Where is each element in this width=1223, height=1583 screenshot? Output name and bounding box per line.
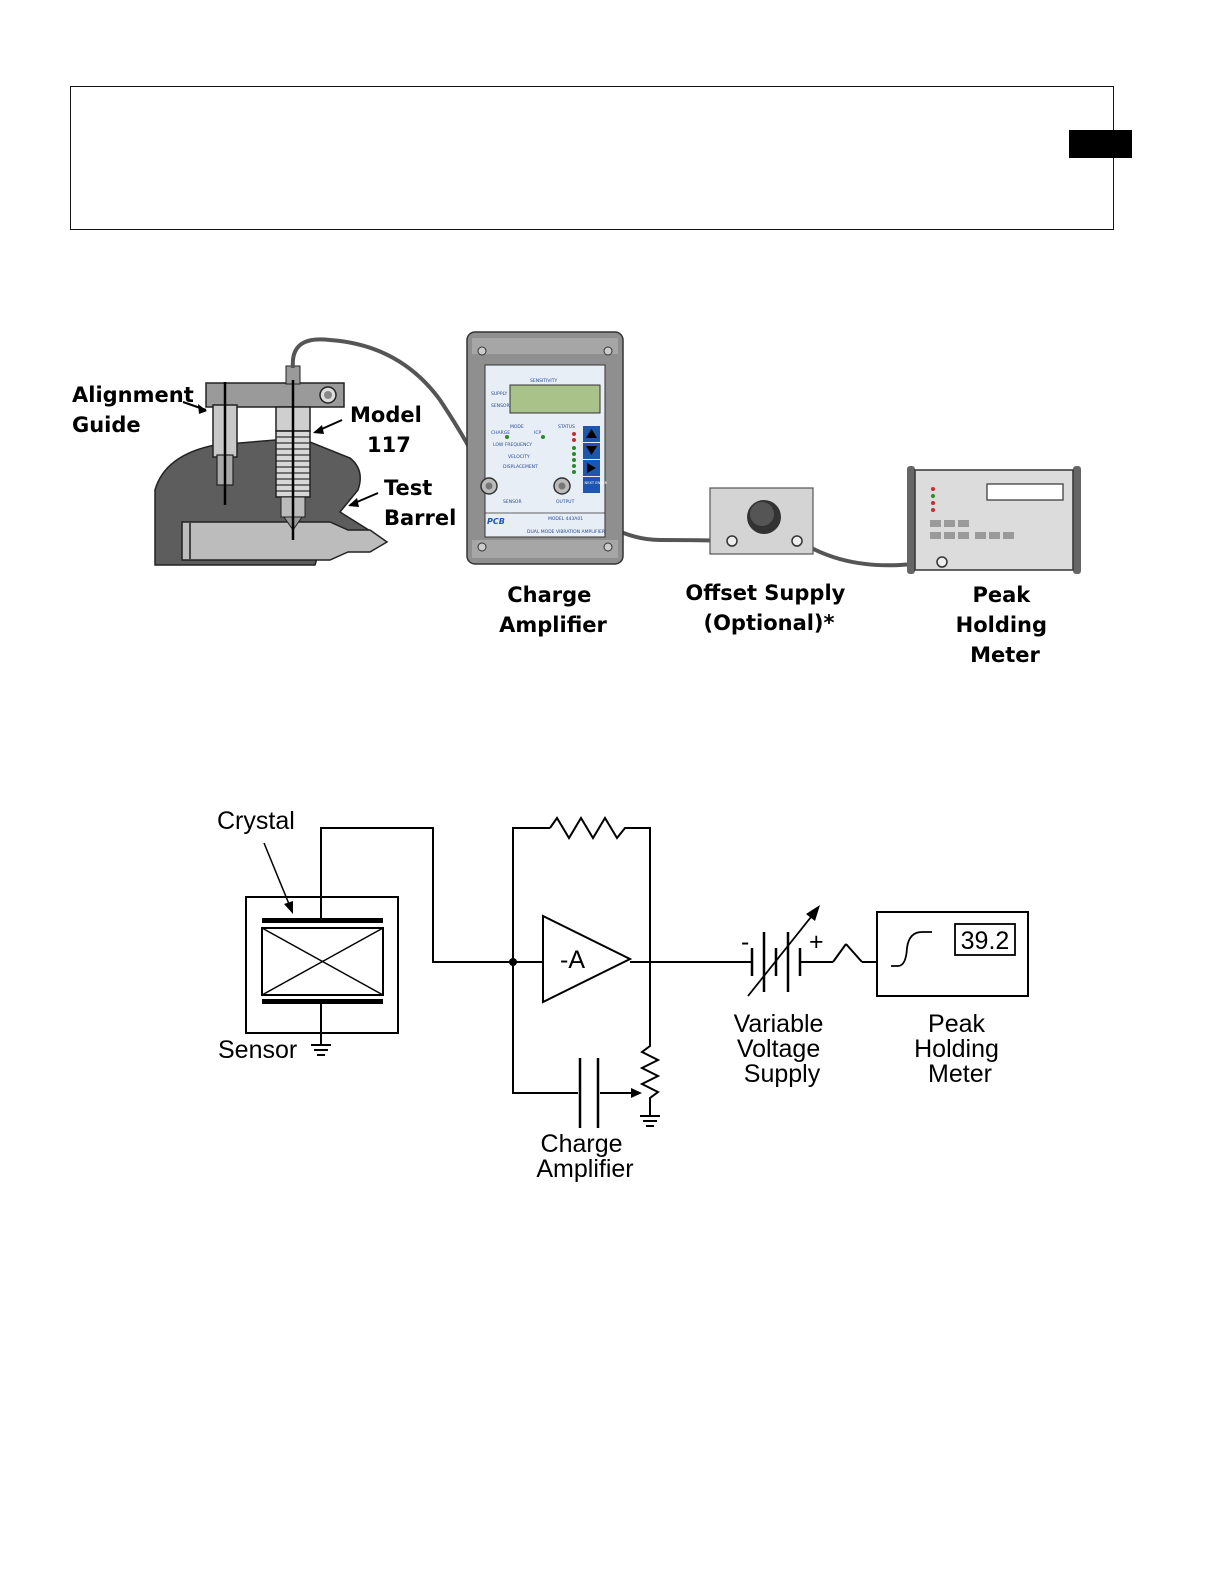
amp-status-label: STATUS [558,424,575,430]
amplifier-gain: -A [560,946,585,974]
label-sensor: Sensor [218,1036,297,1064]
amp-icp-label: ICP [534,430,541,436]
label-offset-supply: Offset Supply (Optional)* [685,581,852,635]
offset-supply-unit [709,487,814,555]
amp-output-port-label: OUTPUT [556,499,575,505]
header-frame [70,86,1114,230]
potentiometer-wiper [631,1088,642,1098]
label-model-117: Model 117 [350,403,429,457]
sensor-cable [290,337,490,485]
label-peak-meter-device: Peak Holding Meter [956,583,1055,667]
variable-arrowhead [806,905,820,921]
amp-sensitivity-label: SENSITIVITY [530,378,557,384]
meter-reading: 39.2 [961,927,1010,955]
amp-brand-logo: PCB [487,517,505,526]
crystal-pointer [263,842,290,905]
peak-meter-schematic [876,911,1029,997]
label-variable-supply: Variable Voltage Supply [734,1010,831,1088]
amp-charge-label: CHARGE [491,430,510,436]
label-crystal: Crystal [217,807,295,835]
amp-velocity-label: VELOCITY [508,454,530,460]
section-tab [1069,130,1132,158]
sensor-box [245,896,399,1034]
model-117-gauge [275,365,311,540]
label-charge-amplifier: Charge Amplifier [499,583,607,637]
alignment-guide [205,382,345,505]
variable-arrow [747,911,816,997]
amp-supply-label: SUPPLY [491,391,507,397]
label-pointer-arrows [182,401,379,507]
amp-model-number: MODEL 443A01 [548,516,583,522]
supply-minus: - [741,928,749,956]
charge-amplifier-unit: SENSITIVITY SUPPLY SENSOR MODE CHARGE IC… [466,331,624,565]
amp-next-enter-label: NEXT ENTER [585,481,608,485]
supply-plus: + [809,928,824,956]
amp-sensor-port-label: SENSOR [503,499,522,505]
amp-next-enter-button[interactable] [583,477,600,493]
peak-meter-unit [907,466,1081,574]
amp-lowfreq-label: LOW FREQUENCY [493,442,532,448]
ground-icon [311,1044,331,1056]
switch-contact [845,943,863,963]
junction-dot [509,958,517,966]
amplifier-triangle [542,914,633,1004]
crystal-pointer-arrow [284,901,293,914]
amp-mode-label: MODE [510,424,524,430]
amp-description: DUAL MODE VIBRATION AMPLIFIER [527,529,605,535]
ground-icon [640,1115,660,1127]
amp-sensor-label: SENSOR [491,403,510,409]
switch-lever [832,943,847,963]
label-alignment-guide: Alignment Guide [72,383,201,437]
label-charge-amplifier-schematic: Charge Amplifier [536,1130,633,1183]
label-test-barrel: Test Barrel [384,476,456,530]
test-barrel [154,437,389,566]
amp-displacement-label: DISPLACEMENT [503,464,538,470]
label-peak-meter-schematic: Peak Holding Meter [914,1010,1006,1088]
